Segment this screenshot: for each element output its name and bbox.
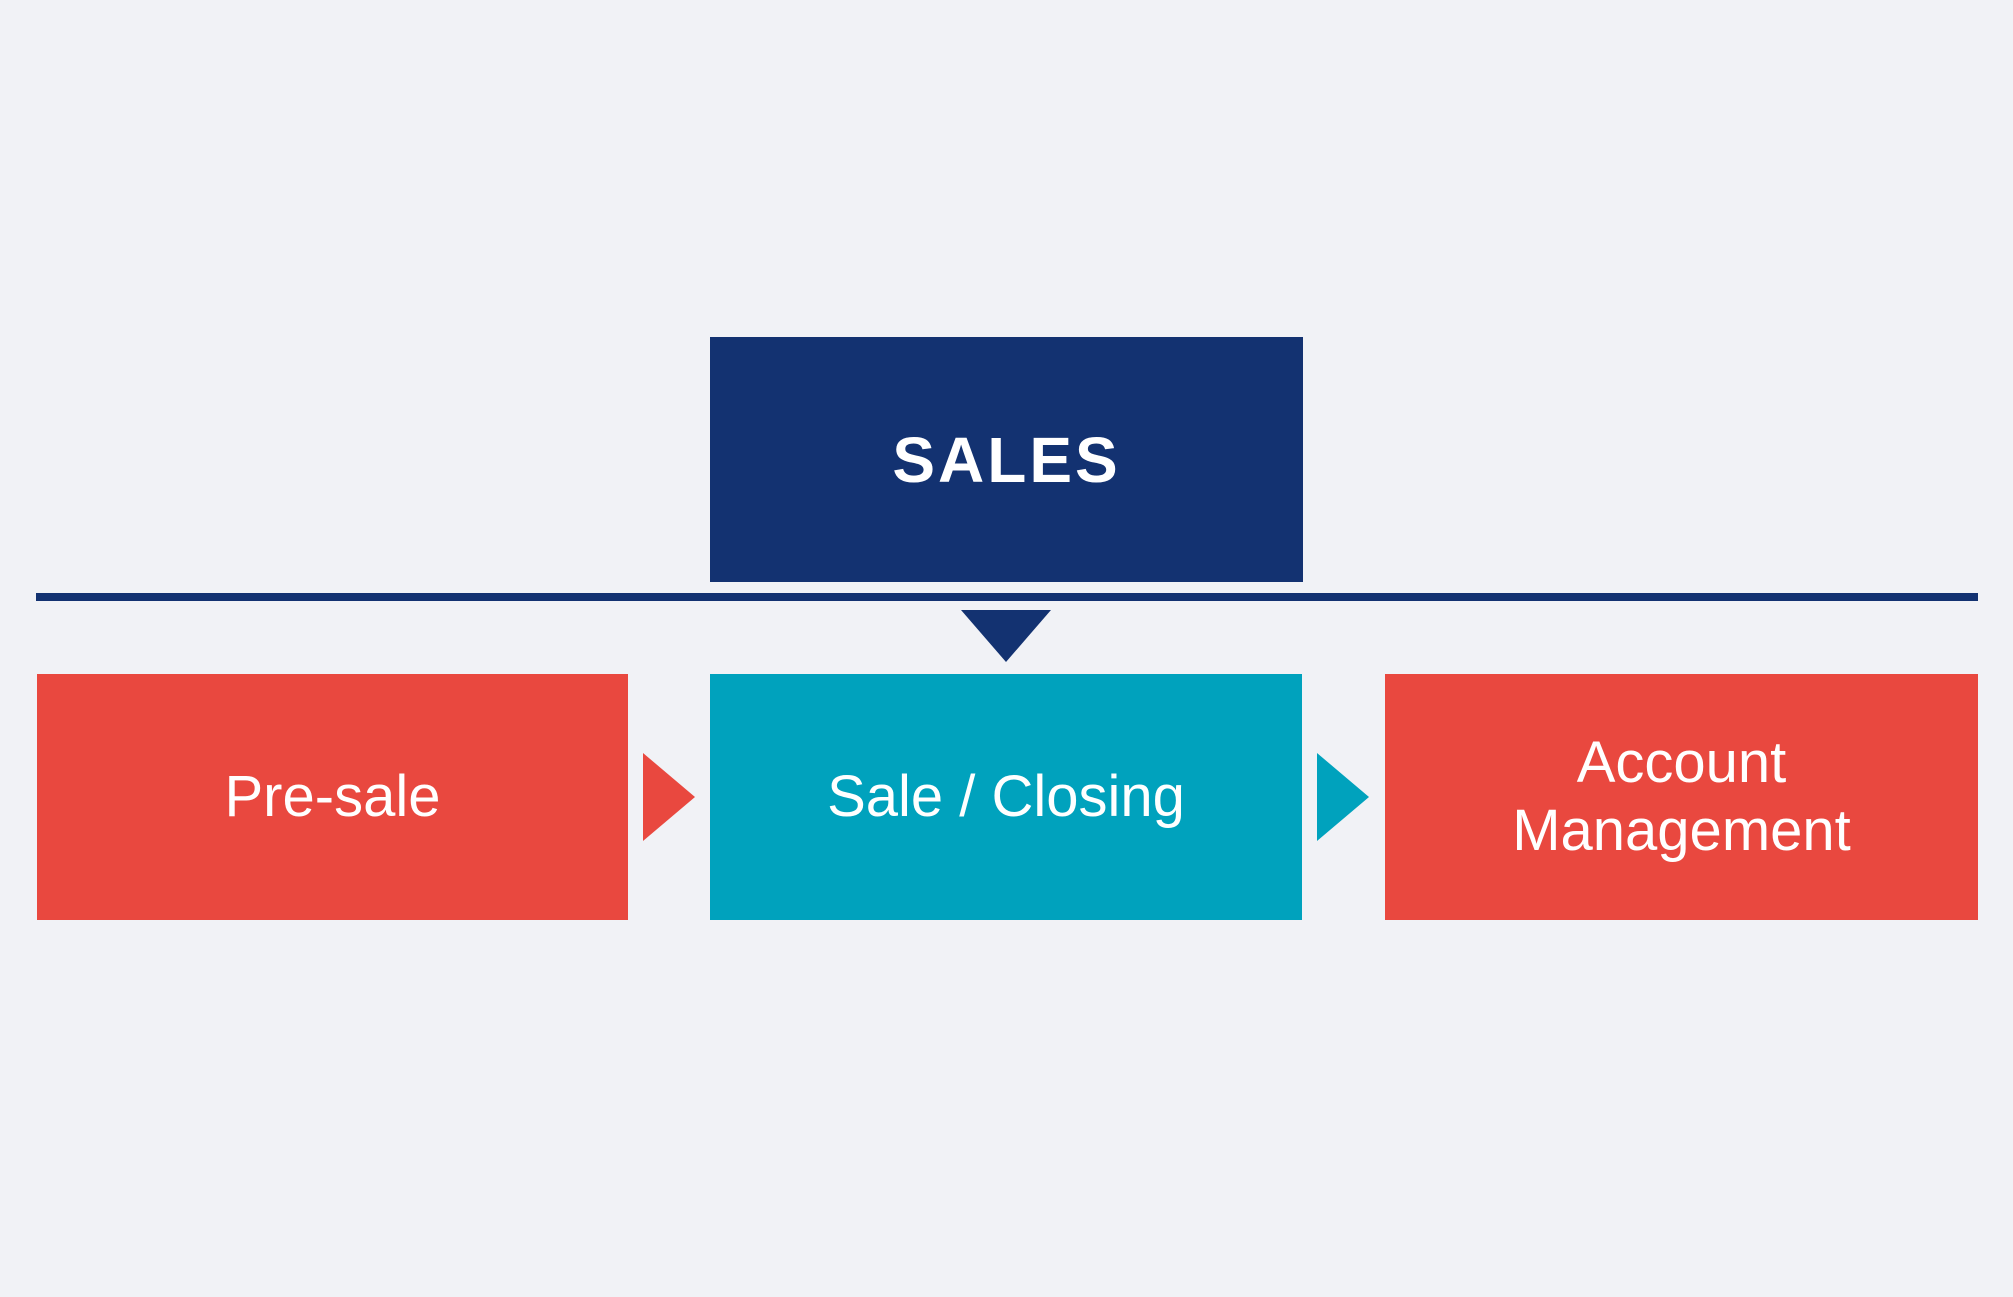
step-label-pre-sale: Pre-sale bbox=[224, 763, 441, 829]
arrow-right-icon-teal bbox=[1317, 753, 1369, 841]
arrow-down-icon bbox=[961, 610, 1051, 662]
step-label-account-management: Account Management bbox=[1512, 729, 1851, 863]
step-box-pre-sale: Pre-sale bbox=[37, 674, 628, 920]
sales-header-box: SALES bbox=[710, 337, 1303, 582]
arrow-right-icon-red bbox=[643, 753, 695, 841]
sales-header-label: SALES bbox=[892, 423, 1121, 496]
step-box-sale-closing: Sale / Closing bbox=[710, 674, 1302, 920]
step-label-sale-closing: Sale / Closing bbox=[827, 763, 1185, 829]
divider-line bbox=[36, 593, 1978, 601]
step-box-account-management: Account Management bbox=[1385, 674, 1978, 920]
